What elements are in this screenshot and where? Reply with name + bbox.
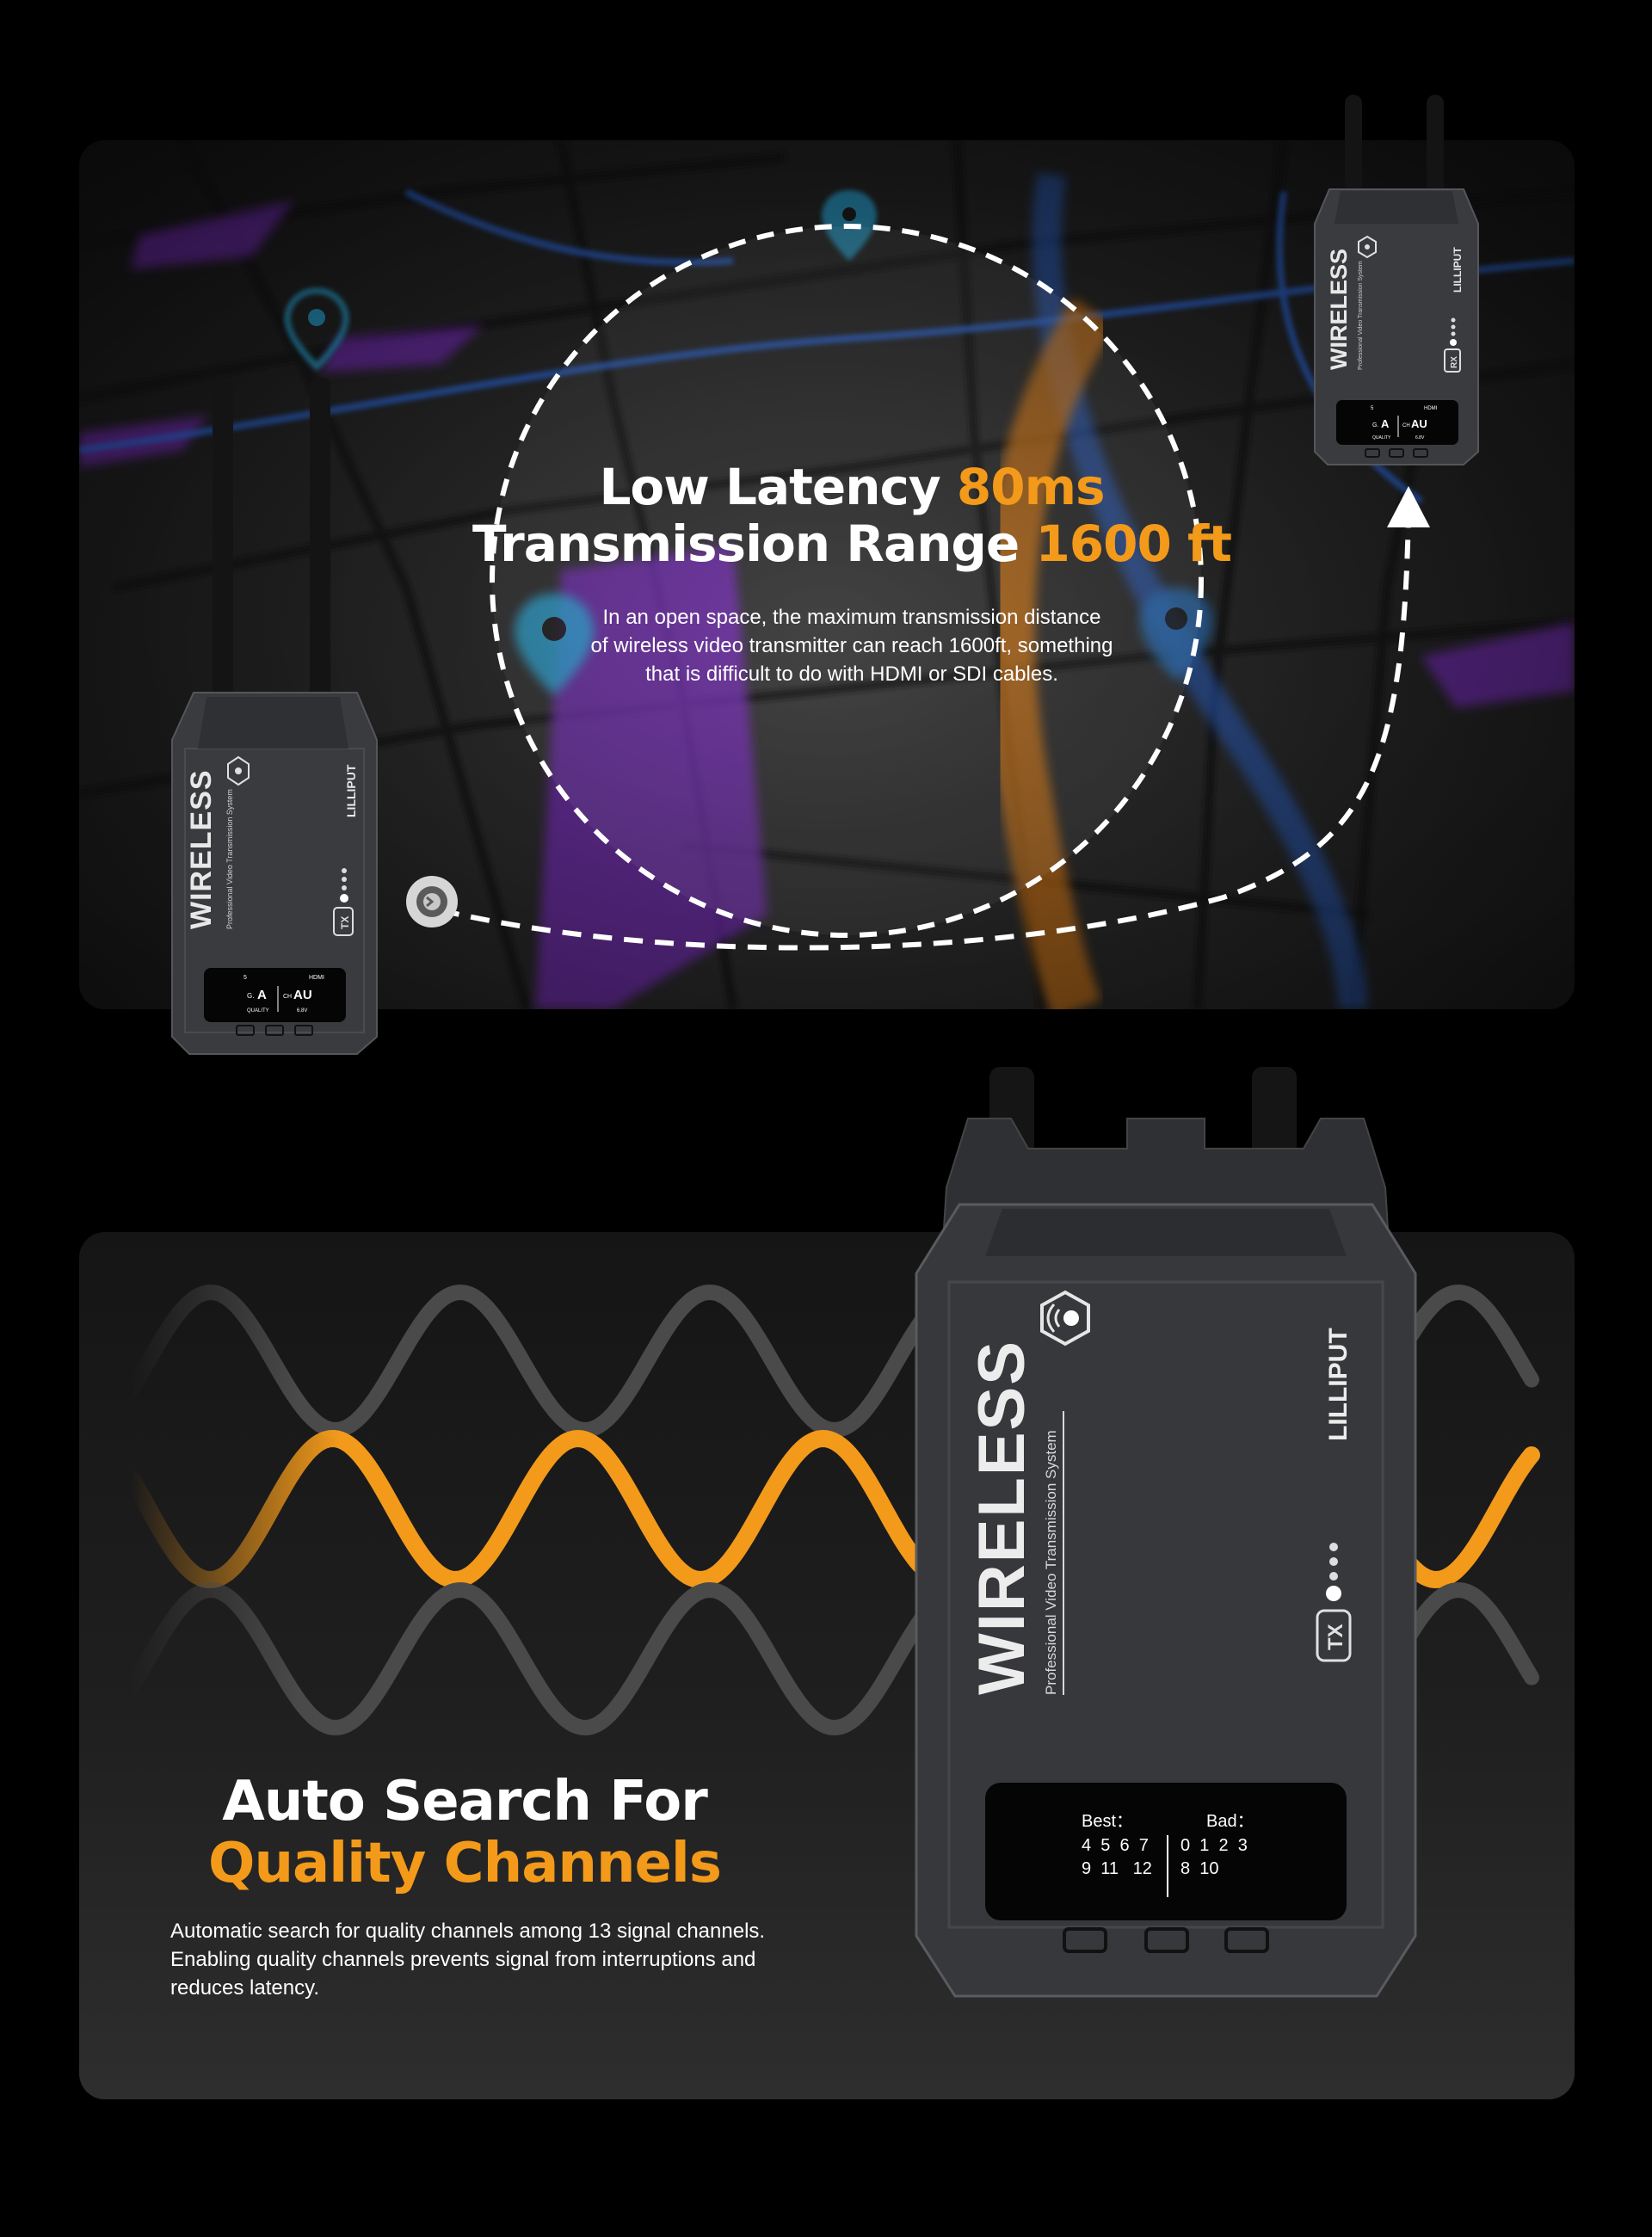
signal-path	[440, 509, 1411, 951]
tx-badge	[1316, 1609, 1352, 1662]
rx-badge	[1444, 348, 1461, 373]
svg-text:RX: RX	[1450, 356, 1459, 368]
bad-channels-row: 0 1 2 3	[1180, 1836, 1248, 1855]
bad-channels-row: 8 10	[1180, 1859, 1218, 1878]
auto-search-headline: Auto Search For Quality Channels	[146, 1771, 783, 1895]
wireless-logo-icon	[1358, 235, 1377, 259]
status-lights	[340, 868, 348, 903]
svg-text:6.8V: 6.8V	[1415, 435, 1425, 441]
device-screen	[1336, 400, 1458, 445]
tx-badge	[333, 907, 354, 936]
best-channels-row: 4 5 6 7	[1082, 1836, 1149, 1855]
latency-headline: Low Latency 80ms Transmission Range 1600…	[396, 459, 1308, 572]
latency-line: Low Latency 80ms	[599, 458, 1106, 516]
device-button[interactable]	[1389, 448, 1404, 458]
transmitter-device: WIRELESS Professional Video Transmission…	[171, 377, 378, 1055]
auto-search-description: Automatic search for quality channels am…	[170, 1920, 766, 2000]
signal-origin-icon	[406, 876, 458, 927]
svg-text:5: 5	[1371, 406, 1374, 411]
device-button[interactable]	[1224, 1927, 1269, 1953]
status-lights	[1326, 1543, 1341, 1601]
antenna	[1427, 95, 1444, 198]
antenna	[1252, 1067, 1297, 1162]
range-circle	[490, 224, 1204, 938]
device-button[interactable]	[294, 1025, 313, 1036]
wireless-logo-icon	[227, 755, 250, 786]
svg-text:G.: G.	[247, 992, 254, 1000]
svg-text:5: 5	[243, 975, 247, 981]
svg-text:LILLIPUT: LILLIPUT	[1324, 1328, 1353, 1441]
receiver-device: WIRELESS Professional Video Transmission…	[1314, 95, 1479, 465]
svg-text:CH: CH	[1402, 423, 1410, 428]
quality-channels-title: Quality Channels	[208, 1832, 722, 1895]
range-value: 1600 ft	[1035, 515, 1232, 573]
best-channels-label: Best：	[1082, 1812, 1133, 1831]
svg-text:QUALITY: QUALITY	[1372, 435, 1391, 441]
svg-text:TX: TX	[339, 916, 351, 929]
svg-text:G.: G.	[1372, 422, 1378, 428]
wireless-logo-icon	[1040, 1290, 1090, 1347]
device-button[interactable]	[1144, 1927, 1189, 1953]
device-button[interactable]	[1413, 448, 1428, 458]
arrow-up-icon	[1387, 486, 1430, 527]
svg-text:Professional Video Transmissio: Professional Video Transmission System	[1043, 1430, 1059, 1695]
antenna	[213, 377, 233, 704]
svg-text:AU: AU	[1411, 417, 1427, 430]
svg-text:HDMI: HDMI	[1424, 406, 1438, 411]
svg-text:CH: CH	[283, 994, 292, 1000]
antenna	[310, 377, 330, 704]
svg-text:LILLIPUT: LILLIPUT	[1452, 247, 1464, 293]
svg-text:HDMI: HDMI	[309, 975, 324, 981]
svg-text:6.8V: 6.8V	[297, 1008, 307, 1014]
device-button[interactable]	[265, 1025, 284, 1036]
best-channels-row: 9 11 12	[1082, 1859, 1152, 1878]
svg-text:WIRELESS: WIRELESS	[185, 769, 218, 929]
device-button[interactable]	[1365, 448, 1380, 458]
svg-text:LILLIPUT: LILLIPUT	[344, 764, 358, 817]
svg-text:A: A	[1381, 417, 1390, 430]
transmitter-device-large: WIRELESS Professional Video Transmission…	[915, 1067, 1417, 1998]
status-lights	[1450, 317, 1457, 346]
svg-text:Professional Video Transmissio: Professional Video Transmission System	[225, 789, 234, 929]
latency-description: In an open space, the maximum transmissi…	[590, 606, 1113, 686]
svg-text:TX: TX	[1324, 1624, 1347, 1650]
svg-text:A: A	[257, 988, 267, 1002]
antenna	[1345, 95, 1362, 198]
range-line: Transmission Range 1600 ft	[472, 515, 1232, 573]
latency-value: 80ms	[956, 458, 1106, 516]
device-screen	[204, 968, 346, 1022]
svg-text:AU: AU	[293, 988, 312, 1002]
channel-quality-screen	[985, 1783, 1347, 1920]
svg-text:Professional Video Transmissio: Professional Video Transmission System	[1358, 261, 1364, 370]
svg-text:QUALITY: QUALITY	[247, 1008, 269, 1014]
bad-channels-label: Bad：	[1206, 1812, 1254, 1831]
svg-text:WIRELESS: WIRELESS	[1326, 249, 1352, 370]
device-button[interactable]	[1063, 1927, 1107, 1953]
svg-text:WIRELESS: WIRELESS	[965, 1340, 1039, 1695]
auto-search-title: Auto Search For	[222, 1770, 708, 1833]
device-button[interactable]	[236, 1025, 255, 1036]
